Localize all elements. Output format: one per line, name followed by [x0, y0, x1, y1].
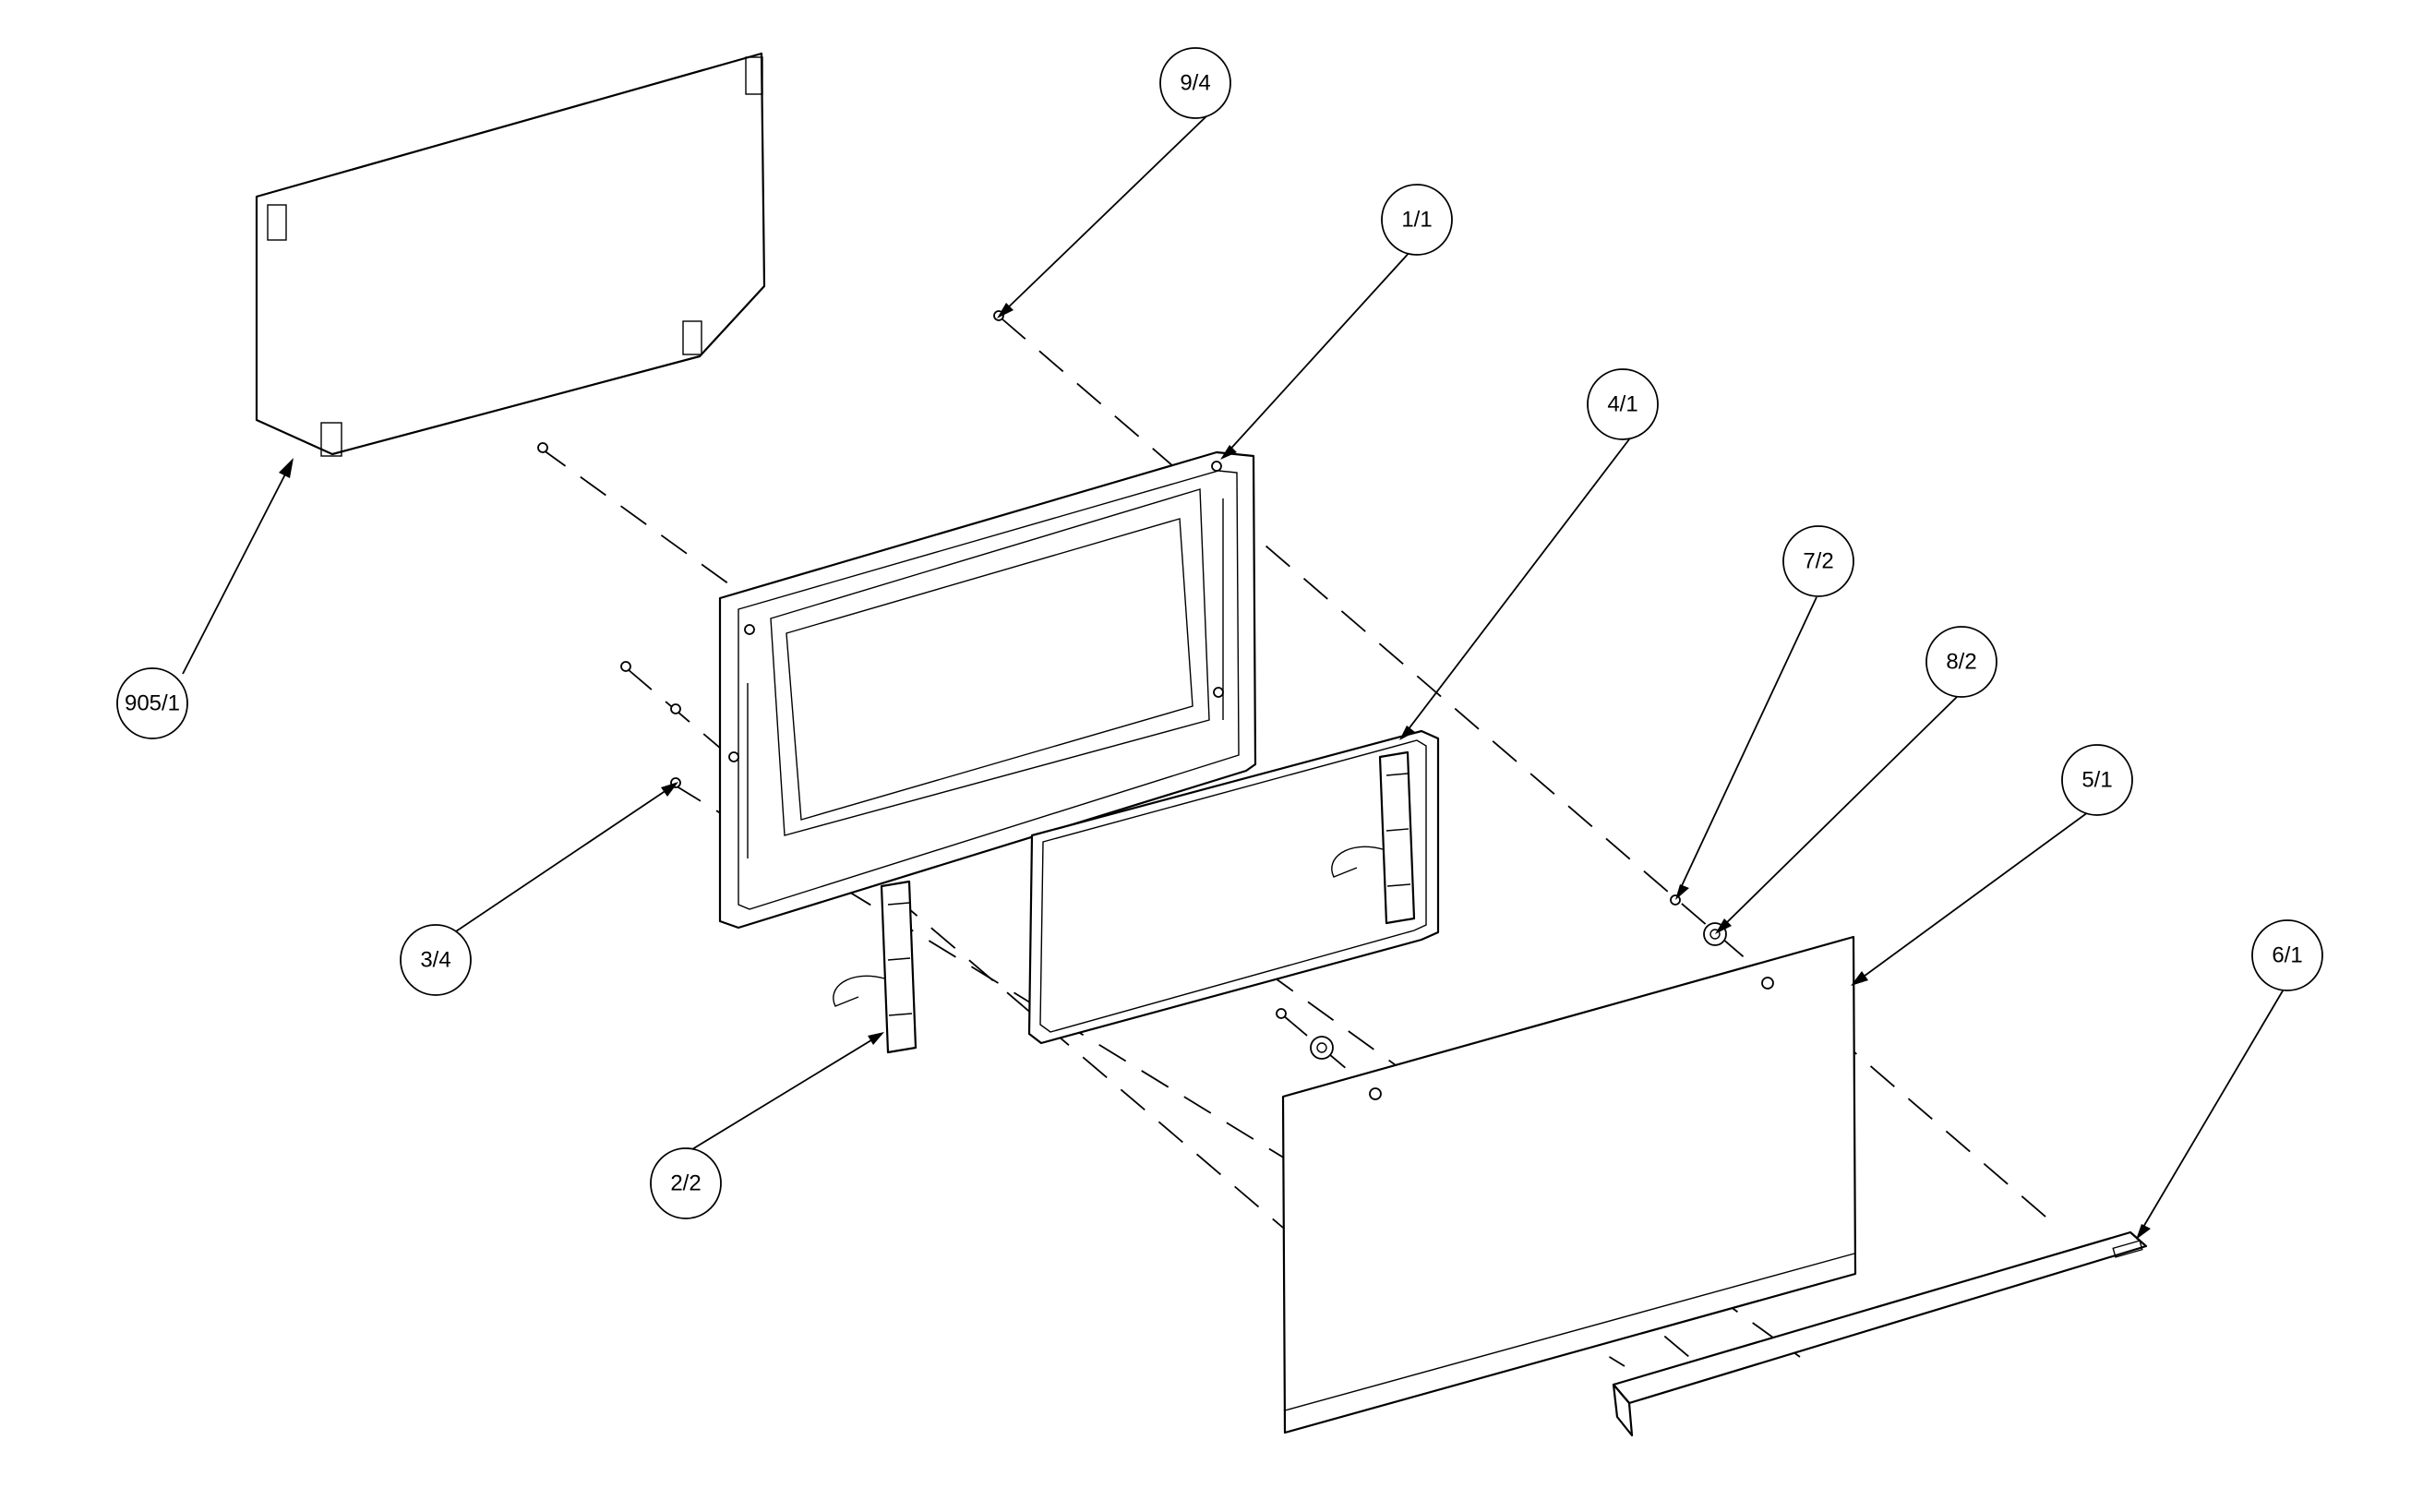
handle-strip-part — [1612, 1230, 2148, 1437]
screw-3-4-b — [670, 703, 681, 714]
svg-text:9/4: 9/4 — [1180, 71, 1210, 96]
hinge-right-part — [1331, 750, 1416, 925]
callout-7-2: 7/2 — [1782, 525, 1854, 597]
screw-3-4-a — [620, 661, 631, 672]
leader-lines — [182, 114, 2285, 1240]
svg-text:2/2: 2/2 — [670, 1171, 701, 1196]
inner-glass-part — [1027, 729, 1440, 1045]
callouts: 905/1 9/4 1/1 4/1 7/2 8/2 5/1 6/1 — [116, 47, 2323, 1219]
svg-text:905/1: 905/1 — [125, 691, 180, 716]
callout-6-1: 6/1 — [2251, 919, 2323, 991]
callout-4-1: 4/1 — [1587, 368, 1659, 440]
rear-panel-part — [255, 52, 766, 457]
callout-2-2: 2/2 — [650, 1147, 722, 1219]
door-frame-part — [718, 450, 1257, 930]
screw-top-left — [537, 442, 548, 453]
callout-9-4: 9/4 — [1159, 47, 1231, 119]
outer-glass-part — [1281, 935, 1857, 1434]
screw-front-lower — [1276, 1008, 1287, 1019]
hinge-left-part — [833, 880, 918, 1054]
svg-text:6/1: 6/1 — [2272, 943, 2302, 968]
callout-1-1: 1/1 — [1381, 184, 1453, 256]
svg-text:1/1: 1/1 — [1401, 208, 1432, 233]
callout-5-1: 5/1 — [2061, 744, 2133, 816]
svg-text:5/1: 5/1 — [2081, 768, 2112, 793]
svg-text:4/1: 4/1 — [1607, 392, 1637, 417]
svg-text:8/2: 8/2 — [1946, 650, 1976, 675]
callout-905-1: 905/1 — [116, 667, 188, 739]
svg-text:7/2: 7/2 — [1803, 549, 1833, 574]
callout-8-2: 8/2 — [1925, 626, 1997, 698]
svg-text:3/4: 3/4 — [420, 948, 450, 973]
washer-front-lower — [1310, 1036, 1334, 1060]
callout-3-4: 3/4 — [400, 924, 472, 996]
